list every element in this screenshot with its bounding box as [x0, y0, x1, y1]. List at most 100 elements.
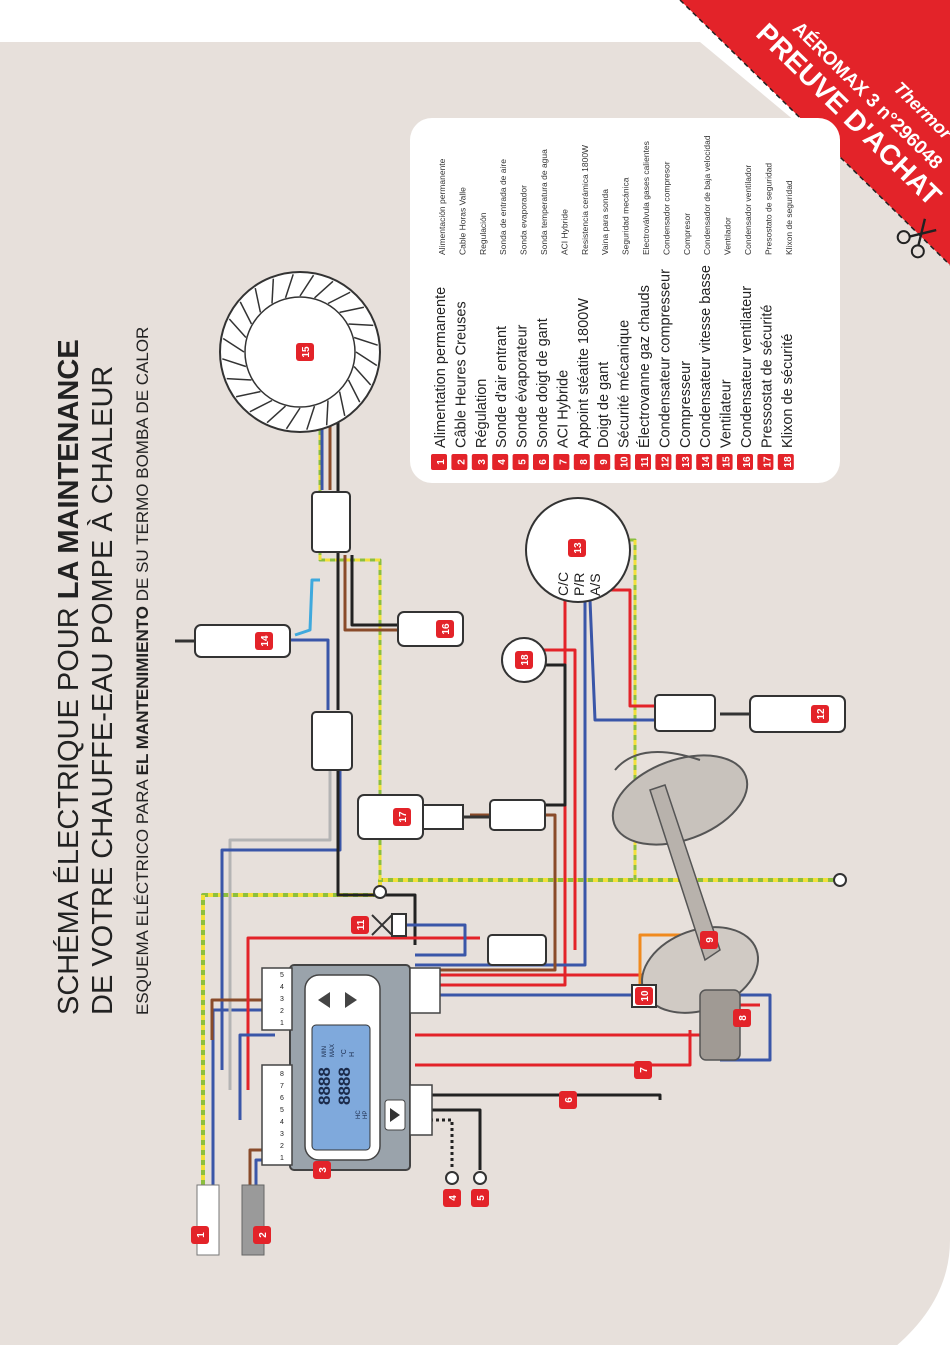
solenoid-valve-11	[371, 913, 407, 937]
legend-number: 6	[538, 459, 549, 465]
fan-blade	[306, 405, 316, 430]
legend-number-badge	[675, 454, 692, 470]
controller-up-button[interactable]	[318, 992, 330, 1008]
legend-label-fr: Appoint stéatite 1800W	[576, 298, 592, 448]
badge-number: 17	[398, 811, 409, 823]
pressostat-connector	[489, 799, 546, 831]
badge-2: 2	[253, 1226, 271, 1244]
legend-number: 9	[599, 459, 610, 465]
badge-3: 3	[313, 1161, 331, 1179]
legend-number-badge	[614, 454, 631, 470]
legend-label-es: Condensador compresor	[661, 161, 671, 255]
fan-blade	[338, 391, 346, 417]
badge-background	[700, 931, 718, 949]
badge-15: 15	[296, 343, 314, 361]
legend-number-badge	[573, 454, 590, 470]
badge-background	[443, 1189, 461, 1207]
legend-number-badge	[471, 454, 488, 470]
badge-number: 9	[705, 937, 716, 943]
fan-blade	[313, 280, 334, 299]
legend-label-fr: Condensateur compresseur	[657, 269, 673, 448]
fan-blade	[254, 287, 262, 313]
fan-blade	[355, 351, 378, 367]
fan-blade	[347, 379, 361, 403]
wire-blue-cap12	[588, 599, 660, 722]
legend-label-fr: Sonde doigt de gant	[535, 318, 551, 448]
badge-background	[393, 808, 411, 826]
legend-label-es: Sonda de entrada de aire	[498, 159, 508, 255]
wire-fan-black2	[350, 555, 400, 627]
legend-label-es: Vaina para sonda	[600, 189, 610, 255]
legend-label-fr: Câble Heures Creuses	[453, 301, 469, 448]
legend-label-es: Compresor	[682, 213, 692, 255]
legend-label-es: Sonda temperatura de agua	[539, 149, 549, 255]
legend-label-es: Presostato de seguridad	[763, 163, 773, 255]
title-line2: DE VOTRE CHAUFFE-EAU POMPE À CHALEUR	[86, 366, 119, 1015]
controller-terminal-number: 3	[280, 1131, 284, 1138]
controller-digits-2: 8888	[335, 1067, 354, 1105]
badge-4: 4	[443, 1189, 461, 1207]
scissors-icon	[896, 218, 937, 259]
badge-background	[191, 1226, 209, 1244]
legend-number: 12	[660, 456, 671, 468]
compressor-terminal-cc: C/C	[555, 572, 571, 596]
badge-10: 10	[635, 987, 653, 1005]
badge-number: 15	[301, 346, 312, 358]
fan-blade	[339, 306, 365, 314]
legend-label-es: Resistencia cerámica 1800W	[580, 145, 590, 255]
legend-number: 5	[518, 459, 529, 465]
wire-black-sonde4	[430, 1118, 454, 1170]
controller-terminal-number: 1	[280, 1020, 284, 1027]
cap12-connector	[654, 694, 716, 732]
badge-17: 17	[393, 808, 411, 826]
legend-label-fr: Sonde d'air entrant	[494, 326, 510, 448]
legend-number-badge	[737, 454, 753, 470]
badge-5: 5	[471, 1189, 489, 1207]
fan-blade	[226, 377, 252, 381]
fan-blade	[284, 274, 294, 299]
badge-number: 1	[196, 1232, 207, 1238]
controller-terminal-block-bottom	[261, 1064, 293, 1166]
legend-number: 3	[477, 459, 488, 465]
legend-label-fr: Sécurité mécanique	[617, 320, 633, 448]
controller-down-button[interactable]	[345, 992, 357, 1008]
compressor-terminal-pr: P/R	[571, 573, 587, 596]
wire-grey	[228, 770, 332, 1090]
legend-number: 16	[742, 456, 753, 468]
legend-label-es: Regulación	[478, 212, 488, 255]
wire-black-6	[430, 1093, 662, 1100]
legend-label-fr: Sonde évaporateur	[515, 324, 531, 448]
legend-box	[410, 118, 840, 483]
legend-number-badge	[696, 454, 713, 470]
badge-number: 6	[564, 1097, 575, 1103]
legend-number: 1	[436, 459, 447, 465]
badge-11: 11	[351, 916, 369, 934]
wire-blue-valve	[395, 923, 467, 957]
badge-background	[559, 1091, 577, 1109]
title-block: SCHÉMA ÉLECTRIQUE POUR LA MAINTENANCE DE…	[52, 327, 152, 1015]
wire-red-main	[246, 936, 480, 1090]
badge-background	[634, 1061, 652, 1079]
badge-background	[568, 539, 586, 557]
badge-number: 16	[441, 623, 452, 635]
legend-number-badge	[716, 454, 733, 470]
compressor-terminal-as: A/S	[587, 573, 603, 596]
badge-number: 12	[816, 708, 827, 720]
legend-number-badge	[431, 454, 447, 470]
badge-13: 13	[568, 539, 586, 557]
fan-blade	[249, 399, 273, 413]
legend-number: 18	[783, 456, 794, 468]
fan-blade	[285, 407, 301, 430]
fan-blade	[235, 390, 261, 398]
fan-blade	[266, 405, 287, 424]
